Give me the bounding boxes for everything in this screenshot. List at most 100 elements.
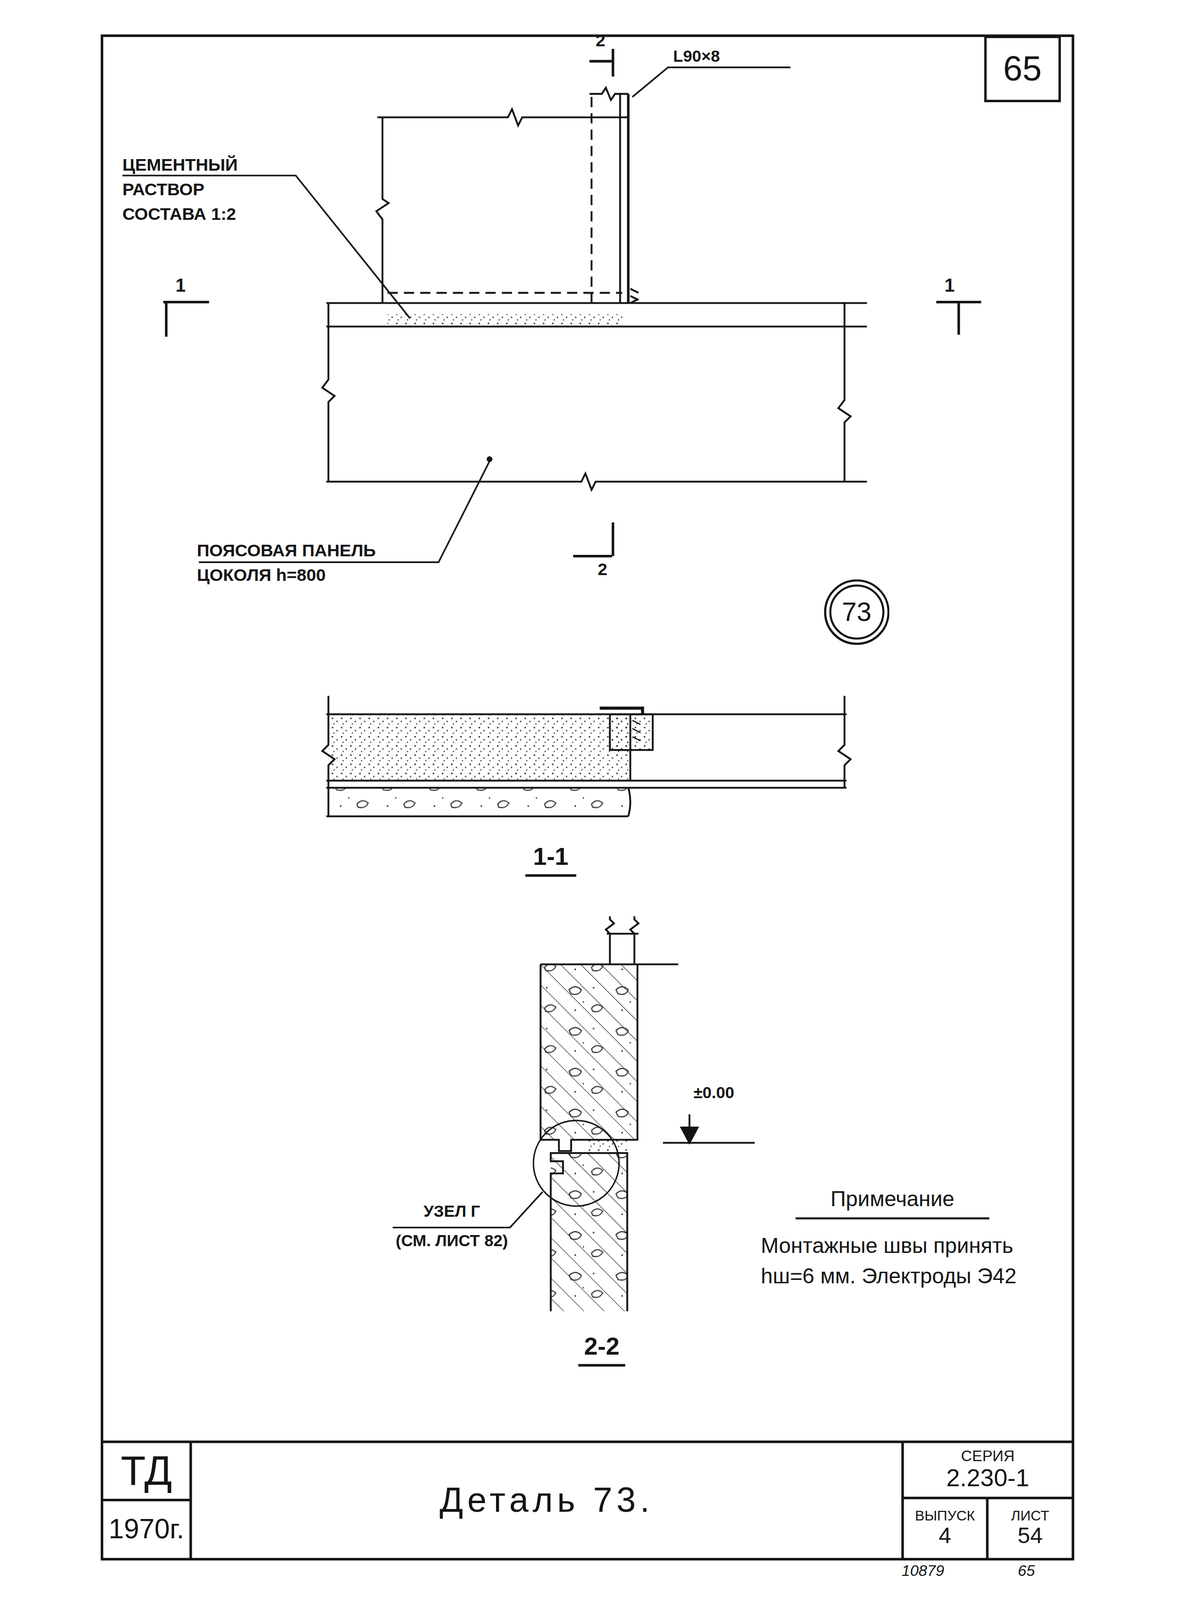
- sheet-number-box: 65: [984, 35, 1061, 103]
- section-2-2-part: [586, 1139, 628, 1153]
- callout-circle-outer: [825, 580, 889, 644]
- node-text: 54: [1017, 1523, 1043, 1548]
- section-1-1: [322, 696, 851, 876]
- sheet-frame-part: [901, 1441, 904, 1559]
- page-number: 65: [1017, 1561, 1035, 1580]
- node-text: ЛИСТ: [1011, 1507, 1050, 1524]
- node-text: 4: [938, 1523, 952, 1548]
- elevation-view-part: [326, 473, 867, 490]
- section-title: 1-1: [533, 842, 569, 871]
- section-2-2-part: [578, 1364, 626, 1367]
- node-reference: (СМ. ЛИСТ 82): [395, 1231, 509, 1250]
- elevation-view-part: [377, 108, 628, 126]
- section-1-1-part: [326, 779, 847, 782]
- node-text: 1970г.: [108, 1513, 185, 1544]
- section-1-1-part: [326, 786, 847, 789]
- section-1-1-part: [632, 720, 641, 741]
- elevation-view-part: [387, 314, 625, 327]
- sheet-frame-part: [986, 1497, 989, 1559]
- sheet-frame-part: [102, 1498, 191, 1501]
- angle-profile: L90×8: [673, 46, 721, 66]
- section-2-2-part: [605, 916, 615, 964]
- elevation-view-part: [322, 303, 335, 482]
- elevation-view-part: [619, 93, 622, 304]
- section-2-2: [392, 916, 990, 1366]
- section-1-1-part: [525, 873, 577, 877]
- leader-line-part: [487, 456, 492, 461]
- section-mark: 2: [597, 559, 608, 579]
- section-2-2-part: [540, 963, 638, 1140]
- elevation-view-part: [326, 325, 867, 328]
- section-2-2-part: [630, 916, 639, 964]
- callout-circle-inner: [829, 585, 884, 639]
- section-2-2-part: [533, 1120, 620, 1206]
- node-text: СЕРИЯ: [961, 1447, 1015, 1465]
- note-heading: Примечание: [830, 1186, 955, 1211]
- elevation-view-part: [376, 117, 389, 303]
- section-mark: 1: [175, 275, 186, 297]
- elevation-view-part: [838, 303, 851, 482]
- section-2-2-part: [606, 932, 639, 935]
- section-1-1-part: [609, 714, 653, 750]
- year-cell: 1970г.: [102, 1499, 191, 1559]
- detail-callout: 73: [824, 579, 890, 645]
- series-cell: СЕРИЯ2.230-1: [902, 1441, 1073, 1498]
- section-1-1-part: [328, 714, 630, 781]
- section-1-1-part: [326, 713, 847, 716]
- note-text: Монтажные швы принять hш=6 мм. Электроды…: [761, 1230, 1039, 1292]
- node-text: 65: [1003, 49, 1042, 88]
- double-circle-part: [825, 580, 889, 644]
- section-mark-part: [936, 302, 982, 335]
- section-2-2-part: [688, 1113, 691, 1143]
- leader-line-part: [632, 67, 791, 97]
- section-1-1-part: [838, 696, 851, 789]
- sheet-frame: [102, 35, 1073, 1559]
- section-2-2-part: [550, 1152, 628, 1312]
- section-2-2-part: [392, 1191, 543, 1228]
- node-text: Деталь 73.: [439, 1480, 654, 1519]
- stamp-cell: ТД: [102, 1441, 191, 1500]
- section-1-1-part: [326, 815, 629, 817]
- title-cell: Деталь 73.: [190, 1441, 903, 1559]
- node-text: ВЫПУСК: [914, 1507, 976, 1524]
- elevation-view-part: [627, 93, 630, 304]
- section-mark: [163, 49, 982, 557]
- section-mark-part: [589, 49, 614, 77]
- elevation-view: [322, 87, 868, 490]
- elevation-view-part: [326, 302, 867, 305]
- elevation-view-part: [590, 96, 593, 304]
- issue-cell: ВЫПУСК4: [902, 1497, 988, 1559]
- section-2-2-part: [540, 963, 638, 1140]
- sheet-frame-part: [102, 1440, 1073, 1443]
- level-mark: ±0.00: [693, 1083, 735, 1102]
- section-2-2-part: [795, 1217, 990, 1219]
- node-text: 73: [842, 597, 872, 627]
- section-2-2-part: [550, 1152, 628, 1312]
- section-mark: 1: [944, 275, 955, 297]
- section-2-2-part: [662, 1141, 755, 1144]
- elevation-view-part: [630, 288, 639, 304]
- part-name: ПОЯСОВАЯ ПАНЕЛЬ ЦОКОЛЯ h=800: [196, 538, 411, 588]
- section-1-1-part: [599, 708, 643, 715]
- section-1-1-part: [322, 696, 335, 817]
- node-reference: УЗЕЛ Г: [423, 1201, 481, 1221]
- section-mark-part: [163, 302, 210, 337]
- leader-line: [122, 67, 791, 563]
- section-title: 2-2: [584, 1332, 620, 1361]
- section-1-1-part: [328, 787, 628, 817]
- section-mark-part: [573, 522, 614, 557]
- archive-number: 10879: [901, 1561, 945, 1580]
- elevation-view-part: [589, 87, 629, 100]
- node-text: ТД: [120, 1447, 173, 1493]
- section-1-1-part: [628, 787, 630, 817]
- section-mark: 2: [595, 30, 606, 51]
- material-note: ЦЕМЕНТНЫЙ РАСТВОР СОСТАВА 1:2: [122, 152, 276, 227]
- sheet-cell: ЛИСТ54: [987, 1497, 1073, 1559]
- elevation-view-part: [387, 292, 623, 295]
- node-text: 2.230-1: [946, 1464, 1030, 1492]
- section-2-2-part: [550, 1152, 628, 1312]
- sheet-frame-part: [102, 35, 1073, 1559]
- double-circle: [825, 580, 889, 644]
